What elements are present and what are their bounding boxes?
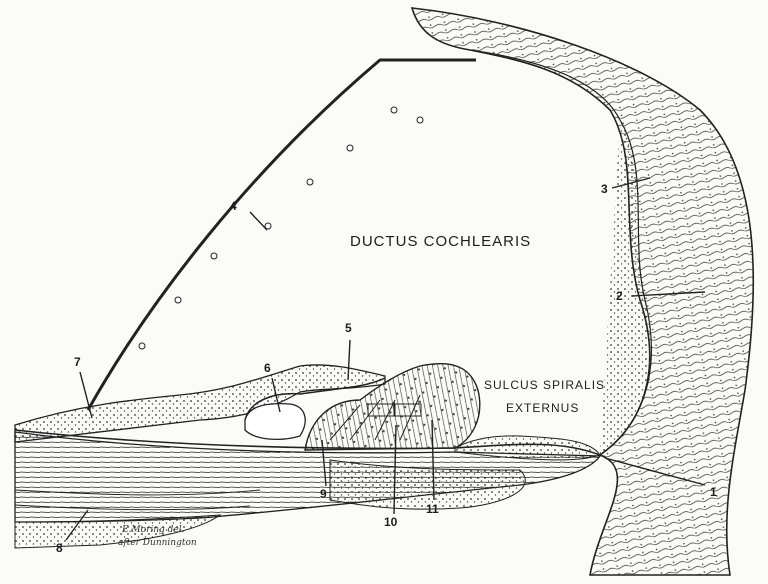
label-4: 4 [230,199,237,213]
label-9: 9 [320,487,327,501]
label-6: 6 [264,361,271,375]
sulcus-spiralis-label: SULCUS SPIRALIS [484,378,605,392]
externus-label: EXTERNUS [506,401,579,415]
label-1: 1 [710,485,717,499]
label-7: 7 [74,355,81,369]
leader-4 [250,212,267,230]
label-5: 5 [345,321,352,335]
credit-line-2: after Dunnington [118,538,197,548]
ductus-cochlearis-label: DUCTUS COCHLEARIS [350,233,531,250]
label-8: 8 [56,541,63,555]
label-11: 11 [426,502,439,516]
credit-line-1: E.Moring del. [121,525,185,535]
label-3: 3 [601,182,608,196]
label-2: 2 [616,289,623,303]
label-10: 10 [384,515,398,529]
inner-spiral-sulcus [245,404,305,440]
